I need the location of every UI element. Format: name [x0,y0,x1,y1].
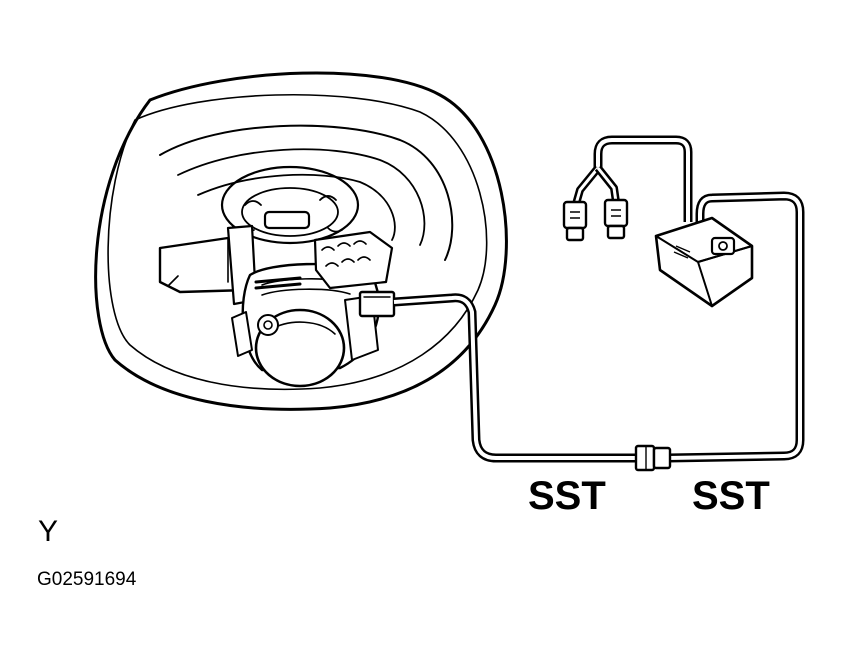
sst-label-right: SST [692,474,770,518]
view-letter-label: Y [38,515,59,548]
spare-tire-carrier-assembly [158,224,396,388]
sst-wire-harness [393,135,805,463]
sst-label-left: SST [528,474,606,518]
sst-tester-box [654,216,754,308]
inline-connector [634,444,672,472]
figure-id-label: G02591694 [37,569,137,590]
test-probe-plugs [562,198,629,242]
